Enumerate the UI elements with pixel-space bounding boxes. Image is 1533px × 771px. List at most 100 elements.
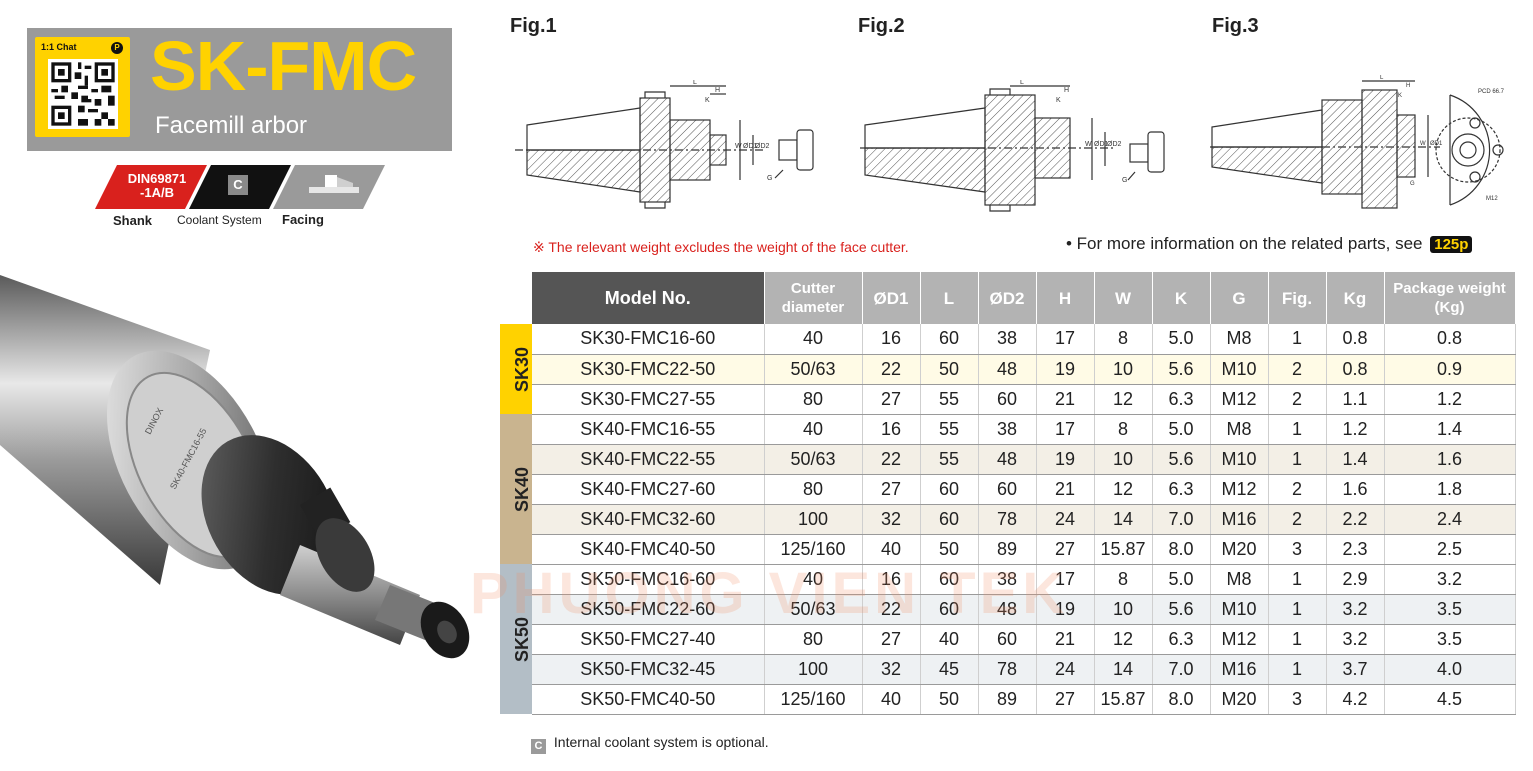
fig3-dim-h: H — [1406, 83, 1410, 89]
col-fig: Fig. — [1268, 272, 1327, 324]
cell-d1: 40 — [862, 534, 921, 565]
cell-kg: 1.6 — [1326, 474, 1385, 505]
cell-d2: 38 — [978, 564, 1037, 595]
cell-fig: 1 — [1268, 594, 1327, 625]
cell-cutter-diameter: 50/63 — [764, 444, 863, 475]
cell-fig: 3 — [1268, 534, 1327, 565]
fig3-dim-l: L — [1380, 75, 1384, 81]
cell-kg: 0.8 — [1326, 324, 1385, 355]
cell-d2: 89 — [978, 684, 1037, 715]
fig1-drawing: L H K W ØD1 ØD2 G — [515, 80, 814, 209]
cell-cutter-diameter: 100 — [764, 654, 863, 685]
cell-package-weight: 1.4 — [1384, 414, 1516, 445]
fig3-dim-k: K — [1398, 93, 1402, 99]
cell-g: M10 — [1210, 594, 1269, 625]
cell-k: 5.0 — [1152, 564, 1211, 595]
cell-model: SK50-FMC22-60 — [532, 594, 765, 625]
table-header-row: Model No. Cutter diameter ØD1 L ØD2 H W … — [500, 272, 1516, 324]
cell-model: SK50-FMC16-60 — [532, 564, 765, 595]
cell-k: 5.6 — [1152, 354, 1211, 385]
cell-model: SK30-FMC22-50 — [532, 354, 765, 385]
cell-fig: 1 — [1268, 414, 1327, 445]
cell-w: 8 — [1094, 564, 1153, 595]
fig1-dim-w: W — [735, 143, 742, 150]
cell-package-weight: 3.5 — [1384, 594, 1516, 625]
cell-d2: 48 — [978, 354, 1037, 385]
cell-model: SK40-FMC16-55 — [532, 414, 765, 445]
cell-l: 60 — [920, 564, 979, 595]
qr-chat-card[interactable]: 1:1 Chat P — [35, 37, 130, 137]
cell-h: 24 — [1036, 654, 1095, 685]
page-ref-badge[interactable]: 125p — [1430, 236, 1473, 253]
cell-w: 8 — [1094, 324, 1153, 355]
cell-cutter-diameter: 40 — [764, 324, 863, 355]
cell-model: SK30-FMC27-55 — [532, 384, 765, 415]
cell-w: 12 — [1094, 474, 1153, 505]
cell-cutter-diameter: 40 — [764, 564, 863, 595]
cell-model: SK40-FMC27-60 — [532, 474, 765, 505]
fig2-dim-w: W — [1085, 141, 1092, 148]
cell-k: 6.3 — [1152, 624, 1211, 655]
cell-g: M12 — [1210, 474, 1269, 505]
product-subtitle: Facemill arbor — [155, 112, 308, 139]
coolant-code: C — [233, 177, 243, 192]
cell-d2: 48 — [978, 594, 1037, 625]
cell-cutter-diameter: 80 — [764, 384, 863, 415]
coolant-badge-icon: C — [531, 739, 546, 754]
cell-cutter-diameter: 80 — [764, 624, 863, 655]
cell-g: M10 — [1210, 354, 1269, 385]
cell-d1: 16 — [862, 564, 921, 595]
shank-label: Shank — [113, 213, 153, 228]
cell-d2: 60 — [978, 624, 1037, 655]
cell-cutter-diameter: 125/160 — [764, 534, 863, 565]
product-title: SK-FMC — [150, 27, 417, 105]
qr-caption: 1:1 Chat — [41, 42, 77, 52]
cell-fig: 1 — [1268, 564, 1327, 595]
cell-h: 21 — [1036, 474, 1095, 505]
cell-w: 12 — [1094, 384, 1153, 415]
cell-g: M20 — [1210, 534, 1269, 565]
cell-package-weight: 1.6 — [1384, 444, 1516, 475]
cell-fig: 2 — [1268, 384, 1327, 415]
cell-h: 17 — [1036, 564, 1095, 595]
cell-l: 50 — [920, 534, 979, 565]
cell-cutter-diameter: 50/63 — [764, 594, 863, 625]
fig3-dim-d1: ØD1 — [1430, 141, 1443, 147]
cell-k: 6.3 — [1152, 474, 1211, 505]
cell-w: 10 — [1094, 444, 1153, 475]
cell-g: M16 — [1210, 504, 1269, 535]
cell-fig: 2 — [1268, 504, 1327, 535]
cell-d2: 38 — [978, 324, 1037, 355]
cell-d1: 32 — [862, 504, 921, 535]
qr-code-icon[interactable] — [48, 59, 118, 129]
col-kg: Kg — [1326, 272, 1385, 324]
fig2-dim-h: H — [1064, 87, 1069, 94]
cell-l: 60 — [920, 504, 979, 535]
cell-l: 60 — [920, 324, 979, 355]
cell-k: 5.6 — [1152, 444, 1211, 475]
fig1-dim-d2: ØD2 — [755, 143, 770, 150]
fig2-drawing: L H K W ØD1 ØD2 G — [860, 80, 1165, 212]
cell-w: 14 — [1094, 654, 1153, 685]
cell-k: 7.0 — [1152, 504, 1211, 535]
col-cutter-diameter: Cutter diameter — [764, 272, 863, 324]
fig2-dim-g: G — [1122, 177, 1127, 184]
cell-w: 15.87 — [1094, 534, 1153, 565]
cell-d1: 16 — [862, 324, 921, 355]
cell-h: 21 — [1036, 384, 1095, 415]
cell-cutter-diameter: 80 — [764, 474, 863, 505]
cell-fig: 2 — [1268, 354, 1327, 385]
cell-g: M12 — [1210, 624, 1269, 655]
info-note: • For more information on the related pa… — [1066, 234, 1473, 254]
facing-icon — [309, 175, 359, 193]
cell-h: 19 — [1036, 594, 1095, 625]
col-d2: ØD2 — [978, 272, 1037, 324]
cell-g: M8 — [1210, 414, 1269, 445]
cell-w: 12 — [1094, 624, 1153, 655]
cell-package-weight: 3.5 — [1384, 624, 1516, 655]
